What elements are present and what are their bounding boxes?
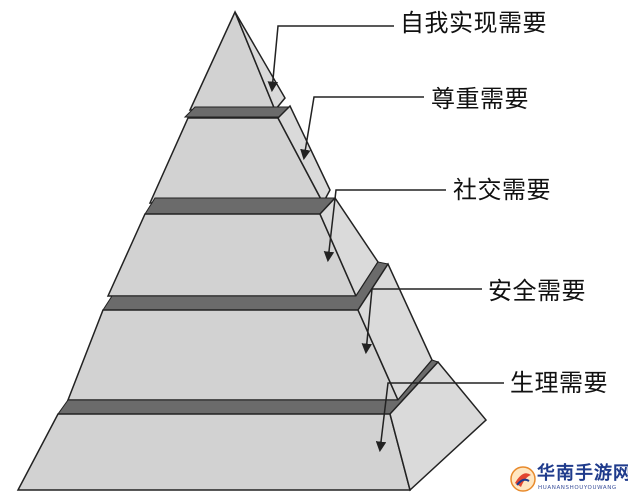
tier-5-physiological [16,360,488,492]
level-label-physiological: 生理需要 [510,369,608,397]
leader-arrows [267,25,504,453]
tier-5-side-face [389,360,488,492]
tier-2-esteem [148,104,331,205]
level-label-esteem: 尊重需要 [431,85,529,113]
arrow-level-3 [323,189,446,263]
arrow-level-4 [361,288,482,355]
level-label-self-actualization: 自我实现需要 [400,9,547,37]
tier-4-safety [66,262,433,402]
tier-3-front-face [106,213,358,297]
band-1 [183,106,292,118]
band-1-dark-strip [183,106,292,118]
tier-3-social [106,196,379,298]
level-label-social: 社交需要 [453,176,551,204]
tier-1-self-actualization [188,10,286,112]
watermark-logo-icon [510,466,536,492]
watermark: 华南手游网 HUANANSHOUYOUWANG [507,462,628,496]
tier-5-front-face [16,413,411,491]
watermark-subtitle: HUANANSHOUYOUWANG [538,485,617,491]
band-2-dark-strip [144,197,337,215]
band-2 [144,197,337,215]
watermark-title: 华南手游网 [537,463,628,484]
arrow-level-1 [267,25,394,93]
arrow-level-5 [375,382,504,453]
level-label-safety: 安全需要 [488,277,586,305]
tier-4-front-face [66,309,400,401]
arrow-level-2 [300,96,424,161]
